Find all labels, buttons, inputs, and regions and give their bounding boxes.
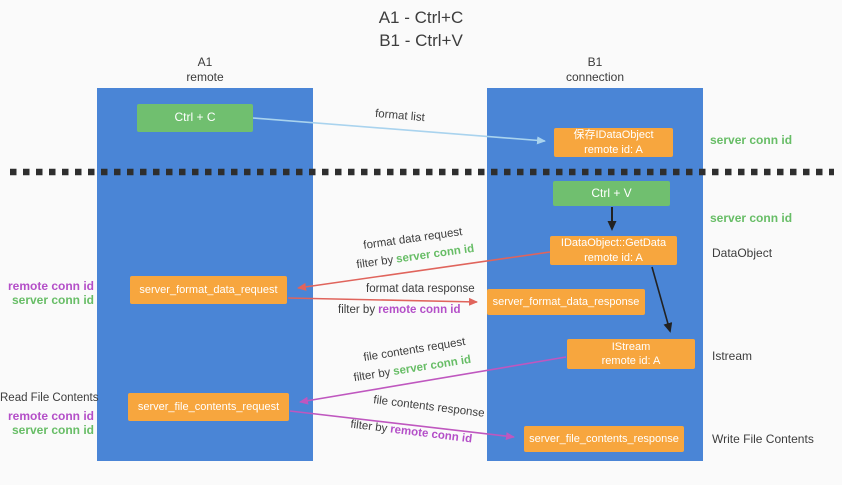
server-format-data-request-label: server_format_data_request bbox=[139, 283, 278, 296]
dataobject-side-label: DataObject bbox=[712, 246, 773, 260]
filter-by-text: filter by bbox=[355, 254, 395, 272]
title-line-2: B1 - Ctrl+V bbox=[379, 30, 463, 50]
lane-b1-subtitle: connection bbox=[565, 70, 625, 84]
server-file-contents-request-label: server_file_contents_request bbox=[137, 400, 280, 413]
save-idataobject-line1: 保存IDataObject bbox=[573, 129, 654, 142]
remote-conn-id-text: remote conn id bbox=[378, 304, 461, 316]
istream-line1: IStream bbox=[611, 340, 651, 353]
istream-side-label: Istream bbox=[712, 349, 753, 363]
remote-conn-id-side-label-1: remote conn id bbox=[7, 279, 94, 293]
file-contents-response-label: file contents response bbox=[372, 394, 486, 420]
node-idataobject-getdata: IDataObject::GetData remote id: A bbox=[550, 236, 677, 265]
lane-header-a1: A1 remote bbox=[135, 55, 275, 85]
title-line-1: A1 - Ctrl+C bbox=[378, 8, 464, 27]
ctrl-v-label: Ctrl + V bbox=[591, 185, 632, 200]
node-save-idataobject: 保存IDataObject remote id: A bbox=[554, 128, 673, 157]
save-idataobject-line2: remote id: A bbox=[584, 143, 643, 156]
format-list-label: format list bbox=[374, 107, 426, 125]
server-conn-id-side-label-1: server conn id bbox=[11, 293, 94, 307]
server-format-data-response-label: server_format_data_response bbox=[492, 295, 640, 308]
diagram-title: A1 - Ctrl+C B1 - Ctrl+V bbox=[0, 7, 842, 53]
lane-header-b1: B1 connection bbox=[525, 55, 665, 85]
filter-by-text: filter by bbox=[352, 366, 392, 385]
node-istream: IStream remote id: A bbox=[567, 339, 695, 369]
ctrl-c-label: Ctrl + C bbox=[174, 110, 216, 125]
server-file-contents-response-label: server_file_contents_response bbox=[529, 432, 679, 445]
getdata-line1: IDataObject::GetData bbox=[560, 237, 667, 250]
node-server-format-data-request: server_format_data_request bbox=[130, 276, 287, 304]
getdata-line2: remote id: A bbox=[584, 251, 643, 264]
node-ctrl-c: Ctrl + C bbox=[137, 104, 253, 132]
server-conn-id-side-label-top: server conn id bbox=[710, 133, 793, 147]
istream-line2: remote id: A bbox=[601, 355, 661, 367]
remote-conn-id-text: remote conn id bbox=[389, 423, 473, 446]
server-conn-id-text: server conn id bbox=[395, 242, 475, 266]
node-server-file-contents-response: server_file_contents_response bbox=[524, 426, 684, 452]
lane-a1-subtitle: remote bbox=[186, 70, 224, 84]
format-data-response-arrow bbox=[287, 297, 478, 306]
filter-by-text: filter by bbox=[349, 418, 388, 436]
format-data-response-label: format data response bbox=[366, 283, 475, 295]
remote-conn-id-side-label-2: remote conn id bbox=[7, 409, 94, 423]
lane-b1-title: B1 bbox=[587, 55, 603, 69]
lane-a1-title: A1 bbox=[197, 55, 213, 69]
filter-by-text: filter by bbox=[338, 304, 376, 316]
server-conn-id-side-label-2: server conn id bbox=[11, 423, 94, 437]
node-ctrl-v: Ctrl + V bbox=[553, 181, 670, 206]
node-server-file-contents-request: server_file_contents_request bbox=[128, 393, 289, 421]
node-server-format-data-response: server_format_data_response bbox=[487, 289, 645, 315]
read-file-contents-label: Read File Contents bbox=[0, 392, 99, 404]
server-conn-id-side-label-mid: server conn id bbox=[710, 211, 793, 225]
write-file-contents-label: Write File Contents bbox=[712, 432, 814, 446]
